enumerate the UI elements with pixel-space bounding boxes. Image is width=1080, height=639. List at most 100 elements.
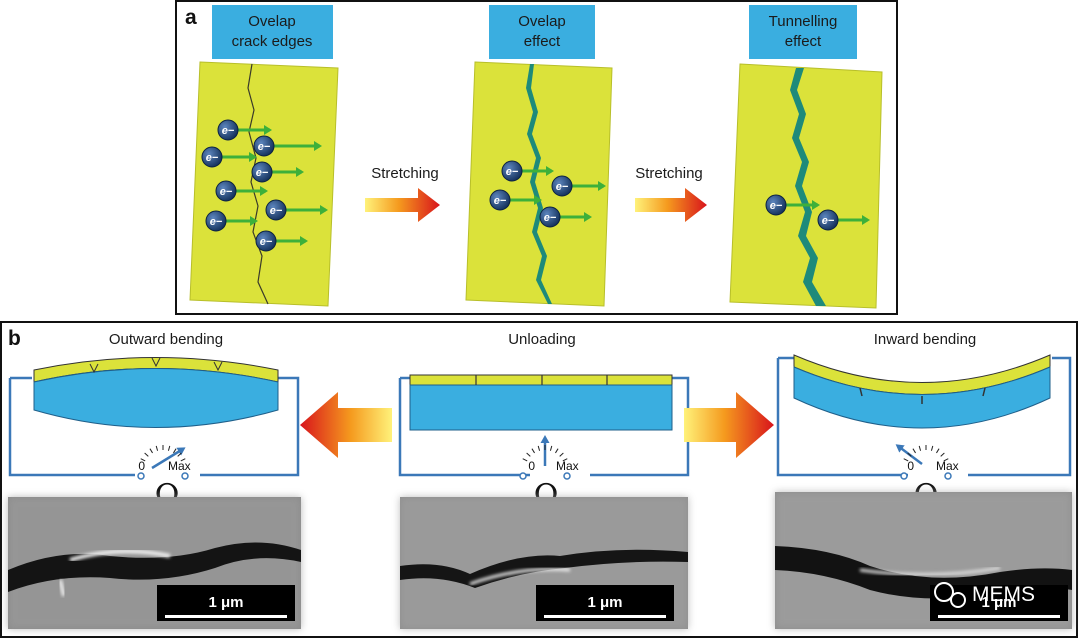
- stage-3-label-line-2: effect: [785, 33, 822, 50]
- electron-icon: [265, 199, 287, 221]
- terminal-dot: [181, 472, 189, 480]
- gauge-tick: [940, 452, 945, 457]
- stage-2: Ovelap effect: [465, 5, 613, 307]
- sem-image-unloading: 1 μm: [400, 497, 688, 629]
- sem-1-crack: [8, 542, 301, 592]
- electron-label: e−: [770, 200, 783, 212]
- unloading-substrate: [409, 384, 673, 431]
- electron-label: e−: [220, 186, 233, 198]
- stretch-label-2: Stretching: [635, 165, 703, 182]
- stage-2-label-box: [489, 5, 595, 59]
- electron-icon: [501, 160, 523, 182]
- gauge-tick: [549, 445, 553, 451]
- gauge-tick: [918, 445, 922, 451]
- panel-a: a Ovelap crack edges Stretching Ovelap e…: [175, 0, 898, 315]
- gauge-inward-max: Max: [936, 459, 959, 473]
- sem-3-scale-label: 1 μm: [981, 594, 1016, 611]
- stage-2-crack: [526, 64, 552, 304]
- gauge-outward-needle: [151, 447, 186, 470]
- electron-label: e−: [222, 125, 235, 137]
- stage-1-label-line-2: crack edges: [232, 33, 313, 50]
- stage-2-label-line-2: effect: [524, 33, 561, 50]
- electron-icon: [217, 119, 239, 141]
- terminal-dot: [900, 472, 908, 480]
- stage-2-film: [465, 61, 613, 307]
- gauge-tick: [180, 458, 186, 462]
- gauge-tick: [936, 448, 940, 454]
- unloading-film: [409, 374, 673, 386]
- stage-1-crack: [247, 63, 269, 305]
- electron-icon: [255, 230, 277, 252]
- inward-circuit: [776, 356, 1072, 477]
- title-unloading: Unloading: [508, 331, 576, 348]
- electron-label: e−: [494, 195, 507, 207]
- gauge-tick: [943, 458, 949, 462]
- unloading-cracks: [475, 375, 608, 385]
- stretch-label-1: Stretching: [371, 165, 439, 182]
- stretch-arrow-2: Stretching: [635, 165, 707, 222]
- terminal-dot: [944, 472, 952, 480]
- electron-icon: [201, 146, 223, 168]
- electron-icon: [251, 161, 273, 183]
- panel-b-letter: b: [8, 327, 21, 350]
- gauge-tick: [562, 458, 568, 462]
- gauge-tick: [522, 458, 528, 462]
- gauge-tick: [537, 445, 541, 451]
- electron-label: e−: [270, 205, 283, 217]
- gauge-tick: [155, 445, 159, 451]
- gauge-outward-max: Max: [168, 459, 191, 473]
- gauge-unloading-min: 0: [528, 459, 535, 473]
- outward-bending-device: [8, 357, 300, 477]
- arrow-to-inward: [684, 392, 774, 458]
- title-inward-bending: Inward bending: [874, 331, 977, 348]
- panel-b: b Outward bending Unloading Inward bendi…: [0, 321, 1078, 638]
- gauge-tick: [526, 452, 531, 457]
- terminal-dot: [563, 472, 571, 480]
- gauge-tick: [912, 448, 916, 454]
- chat-bubble-icon: [934, 582, 954, 602]
- stage-3-film: [729, 63, 883, 309]
- terminal-dot: [137, 472, 145, 480]
- electron-label: e−: [256, 167, 269, 179]
- gauge-tick: [144, 452, 149, 457]
- terminal-dot: [519, 472, 527, 480]
- outward-cracks: [89, 357, 223, 374]
- gauge-tick: [907, 452, 912, 457]
- electron-label: e−: [506, 166, 519, 178]
- electron-icon: [489, 189, 511, 211]
- gauge-inward-min: 0: [907, 459, 914, 473]
- gauge-outward-min: 0: [138, 459, 145, 473]
- stage-3-label-line-1: Tunnelling: [769, 13, 838, 30]
- electron-icon: [215, 180, 237, 202]
- electron-icon: [765, 194, 787, 216]
- gauge-tick: [531, 448, 535, 454]
- watermark: MEMS: [934, 582, 1035, 608]
- inward-cracks: [859, 387, 986, 404]
- watermark-text: MEMS: [972, 583, 1035, 606]
- stretch-arrow-2-shape: [635, 188, 707, 222]
- outward-circuit: [8, 376, 300, 477]
- electron-label: e−: [260, 236, 273, 248]
- stage-1-label-box: [212, 5, 333, 59]
- gauge-tick: [149, 448, 153, 454]
- stage-3: Tunnelling effect: [729, 5, 883, 309]
- electron-label: e−: [544, 212, 557, 224]
- title-outward-bending: Outward bending: [109, 331, 223, 348]
- inward-bending-device: [776, 354, 1072, 477]
- sem-image-outward: 1 μm: [8, 497, 301, 629]
- sem-image-inward: 1 μm MEMS: [775, 492, 1072, 629]
- gauge-tick: [177, 452, 182, 457]
- panel-a-letter: a: [185, 6, 197, 29]
- stage-1-label-line-1: Ovelap: [248, 13, 296, 30]
- gauge-tick: [167, 445, 171, 451]
- electron-icon: [205, 210, 227, 232]
- electron-label: e−: [822, 215, 835, 227]
- gauge-tick: [559, 452, 564, 457]
- electron-icon: [539, 206, 561, 228]
- stage-3-label-box: [749, 5, 857, 59]
- sem-2-scale-label: 1 μm: [587, 594, 622, 611]
- electron-label: e−: [556, 181, 569, 193]
- electron-label: e−: [210, 216, 223, 228]
- electron-icon: [253, 135, 275, 157]
- stretch-arrow-1-shape: [365, 188, 440, 222]
